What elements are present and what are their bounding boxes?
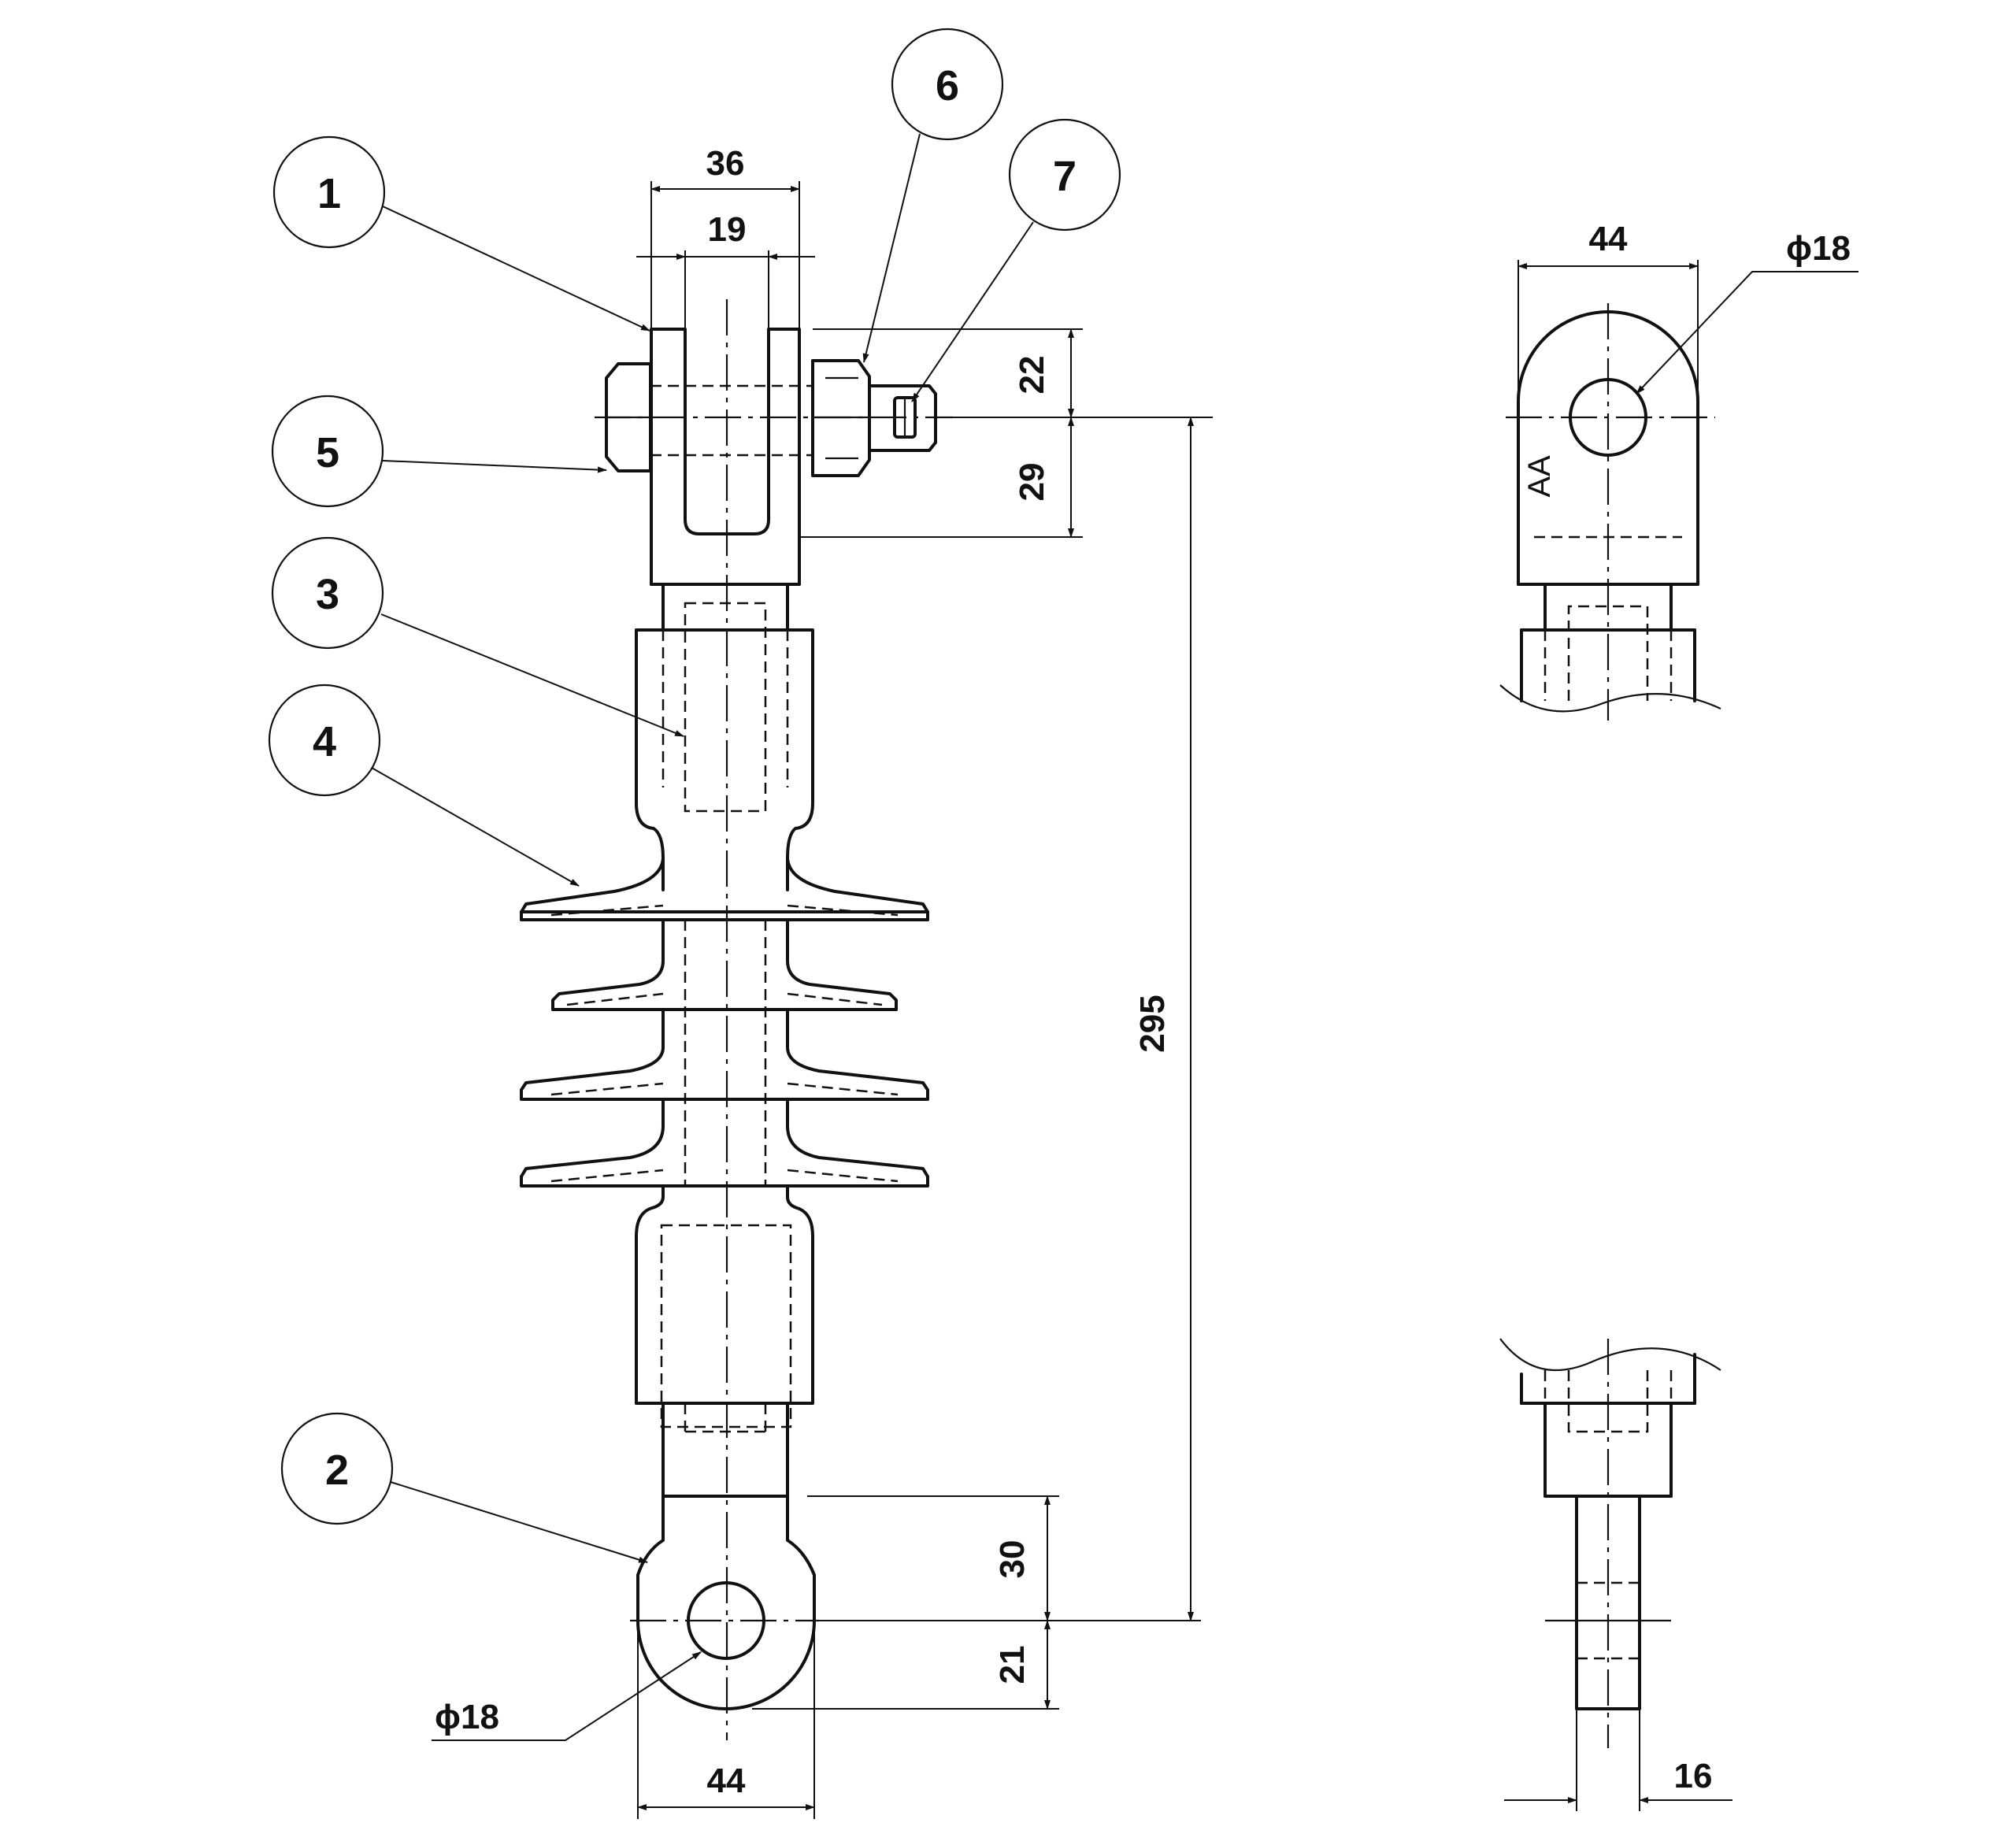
- front-dimensions: 36 19 22 29 295 30 21 44 ϕ18: [432, 144, 1213, 1819]
- dim-22: 22: [1013, 356, 1051, 395]
- callout-2: 2: [280, 1412, 648, 1563]
- dim-295: 295: [1133, 995, 1172, 1052]
- callout-7: 7: [911, 118, 1121, 402]
- callout-6: 6: [862, 28, 1004, 363]
- svg-text:4: 4: [313, 718, 336, 765]
- svg-text:7: 7: [1053, 153, 1077, 200]
- eye-end: [630, 1495, 819, 1710]
- dim-44-side: 44: [1589, 220, 1628, 258]
- dim-21: 21: [993, 1646, 1032, 1684]
- callouts: 1 2 3 4 5 6 7: [268, 28, 1121, 1563]
- svg-text:1: 1: [317, 170, 341, 217]
- callout-5: 5: [271, 395, 607, 508]
- side-mark: AA: [1522, 455, 1557, 498]
- upper-fitting: [635, 583, 814, 891]
- dim-30: 30: [993, 1540, 1032, 1579]
- dim-phi18-eye: ϕ18: [435, 1698, 499, 1736]
- svg-text:2: 2: [325, 1447, 349, 1494]
- dim-phi18-side: ϕ18: [1786, 229, 1851, 268]
- dim-16: 16: [1674, 1757, 1713, 1795]
- side-view-top: AA 44 ϕ18: [1499, 220, 1858, 721]
- callout-3: 3: [271, 536, 684, 737]
- dim-36: 36: [706, 144, 745, 183]
- front-view: [520, 299, 953, 1740]
- callout-4: 4: [268, 684, 580, 887]
- svg-text:6: 6: [936, 62, 959, 109]
- callout-1: 1: [272, 135, 650, 332]
- dim-44-front: 44: [707, 1762, 746, 1800]
- side-view-bottom: 16: [1499, 1338, 1732, 1811]
- lower-fitting: [635, 1184, 814, 1498]
- svg-text:3: 3: [316, 571, 339, 618]
- svg-text:5: 5: [316, 429, 339, 476]
- dim-29: 29: [1013, 463, 1051, 502]
- dim-19: 19: [708, 210, 747, 249]
- bolt-assembly: [595, 359, 953, 477]
- clevis: [650, 328, 801, 586]
- sheds: [520, 857, 929, 1187]
